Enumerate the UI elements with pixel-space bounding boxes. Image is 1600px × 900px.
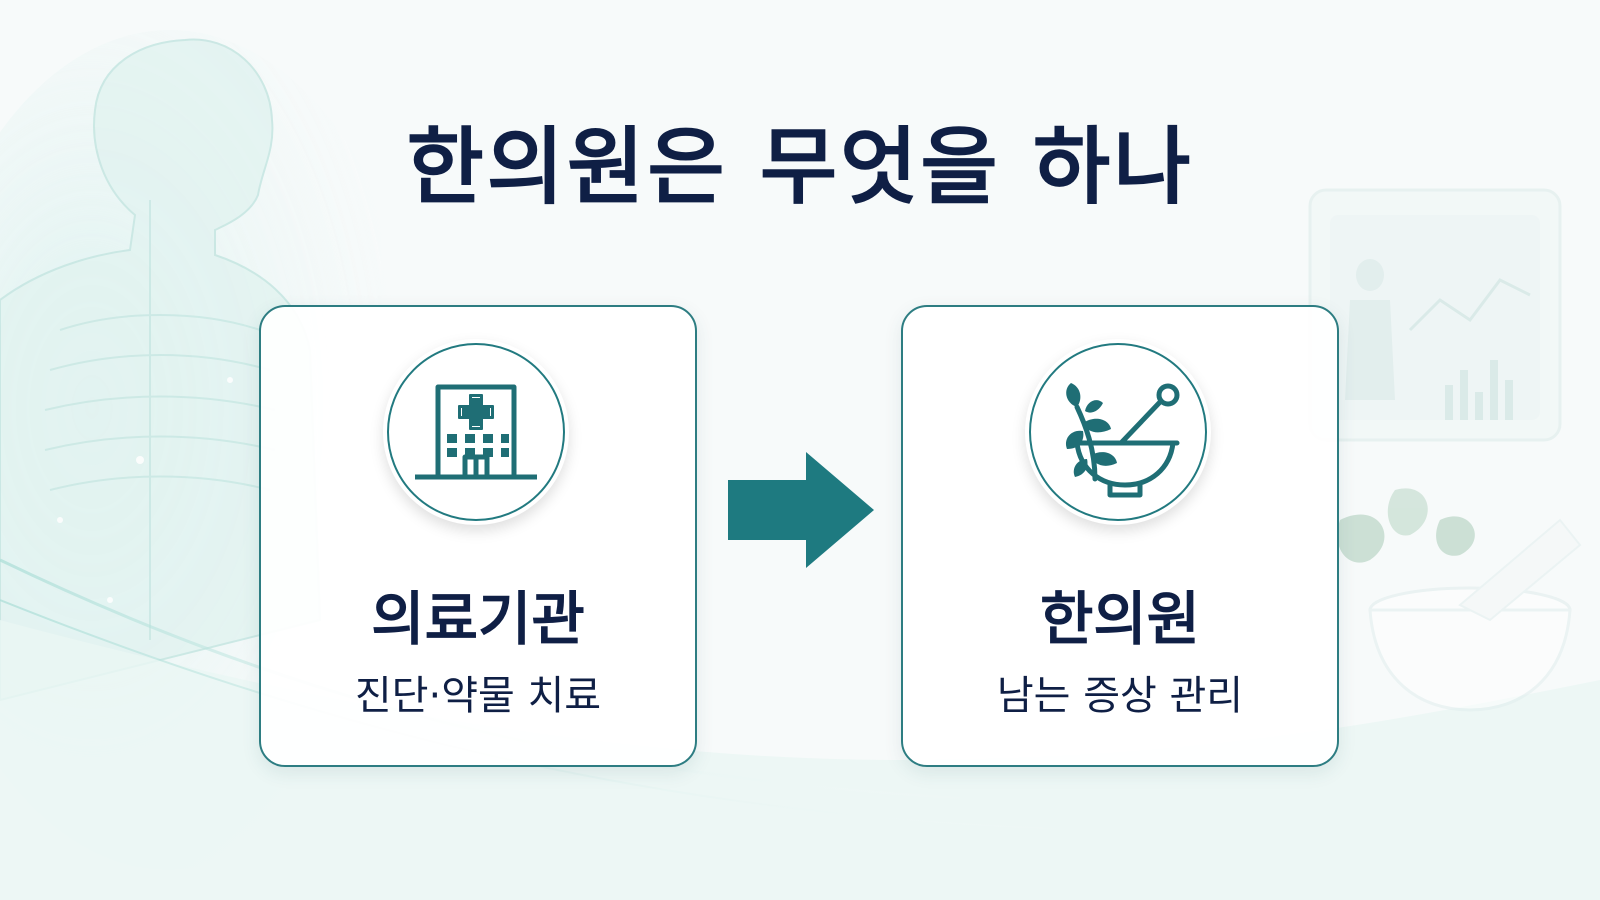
hospital-card-subtitle: 진단·약물 치료 bbox=[354, 673, 602, 719]
hospital-card-title: 의료기관 bbox=[371, 585, 585, 653]
herbal-icon-badge bbox=[1025, 339, 1211, 525]
clinic-card-title: 한의원 bbox=[1039, 585, 1201, 653]
hospital-icon bbox=[415, 384, 537, 480]
page-title: 한의원은 무엇을 하나 bbox=[406, 118, 1194, 216]
arrow-right-icon bbox=[728, 452, 874, 568]
mortar-illustration bbox=[1337, 488, 1582, 712]
clinic-card-subtitle: 남는 증상 관리 bbox=[996, 673, 1244, 719]
hospital-card: 의료기관 진단·약물 치료 bbox=[259, 305, 697, 767]
hospital-icon-badge bbox=[383, 339, 569, 525]
korean-medicine-clinic-card: 한의원 남는 증상 관리 bbox=[901, 305, 1339, 767]
monitor-illustration bbox=[1308, 188, 1562, 442]
herbal-mortar-icon bbox=[1065, 383, 1180, 498]
